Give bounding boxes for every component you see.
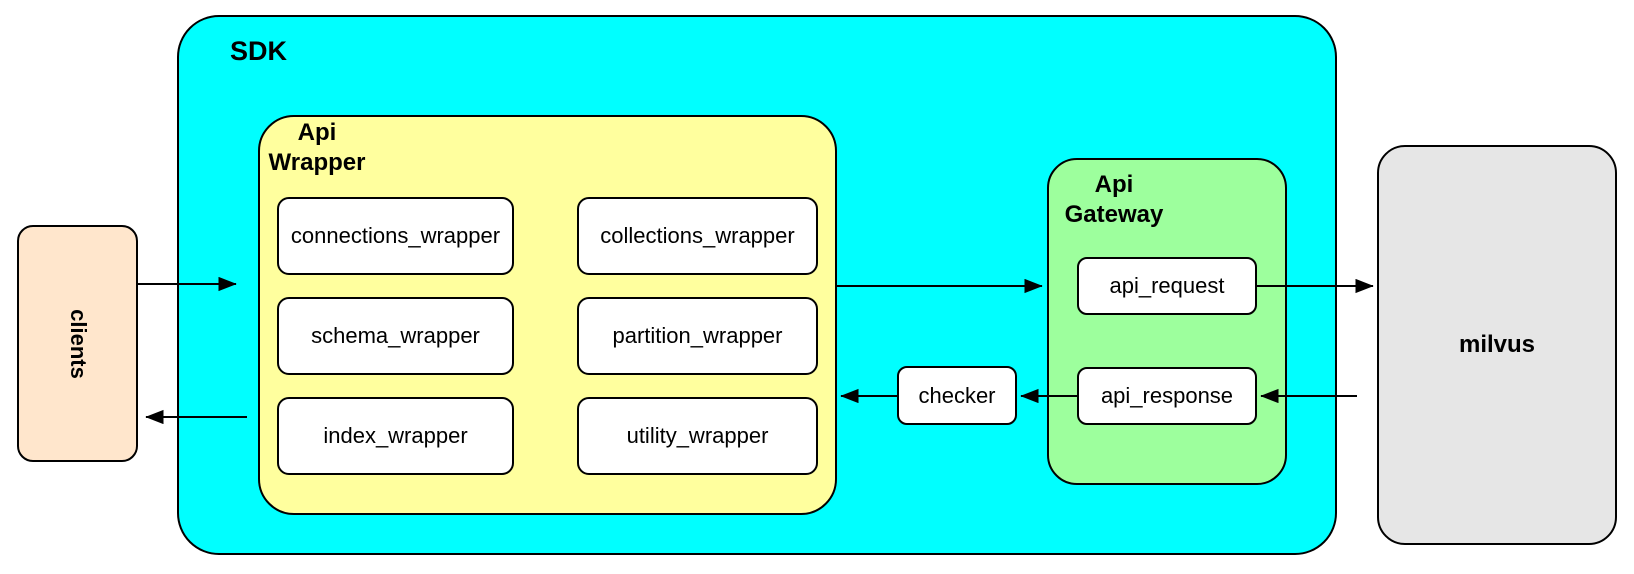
node-index-wrapper: index_wrapper	[277, 397, 514, 475]
api-gateway-label: Api Gateway	[1064, 171, 1164, 228]
utility-wrapper-label: utility_wrapper	[626, 423, 769, 448]
node-clients: clients	[17, 225, 138, 462]
container-api-gateway	[1047, 158, 1287, 485]
node-connections-wrapper: connections_wrapper	[277, 197, 514, 275]
node-collections-wrapper: collections_wrapper	[577, 197, 818, 275]
node-schema-wrapper: schema_wrapper	[277, 297, 514, 375]
connections-wrapper-label: connections_wrapper	[290, 223, 501, 248]
node-utility-wrapper: utility_wrapper	[577, 397, 818, 475]
node-api-request: api_request	[1077, 257, 1257, 315]
clients-label: clients	[65, 308, 91, 379]
sdk-label: SDK	[230, 36, 288, 66]
node-api-response: api_response	[1077, 367, 1257, 425]
node-milvus: milvus	[1377, 145, 1617, 545]
milvus-label: milvus	[1458, 331, 1536, 358]
api-response-label: api_response	[1100, 383, 1234, 408]
partition-wrapper-label: partition_wrapper	[612, 323, 783, 348]
api-request-label: api_request	[1109, 273, 1225, 298]
checker-label: checker	[918, 382, 996, 408]
node-checker: checker	[897, 366, 1017, 425]
schema-wrapper-label: schema_wrapper	[311, 323, 480, 348]
collections-wrapper-label: collections_wrapper	[600, 223, 795, 248]
index-wrapper-label: index_wrapper	[323, 423, 468, 448]
api-wrapper-label: Api Wrapper	[268, 119, 366, 176]
node-partition-wrapper: partition_wrapper	[577, 297, 818, 375]
